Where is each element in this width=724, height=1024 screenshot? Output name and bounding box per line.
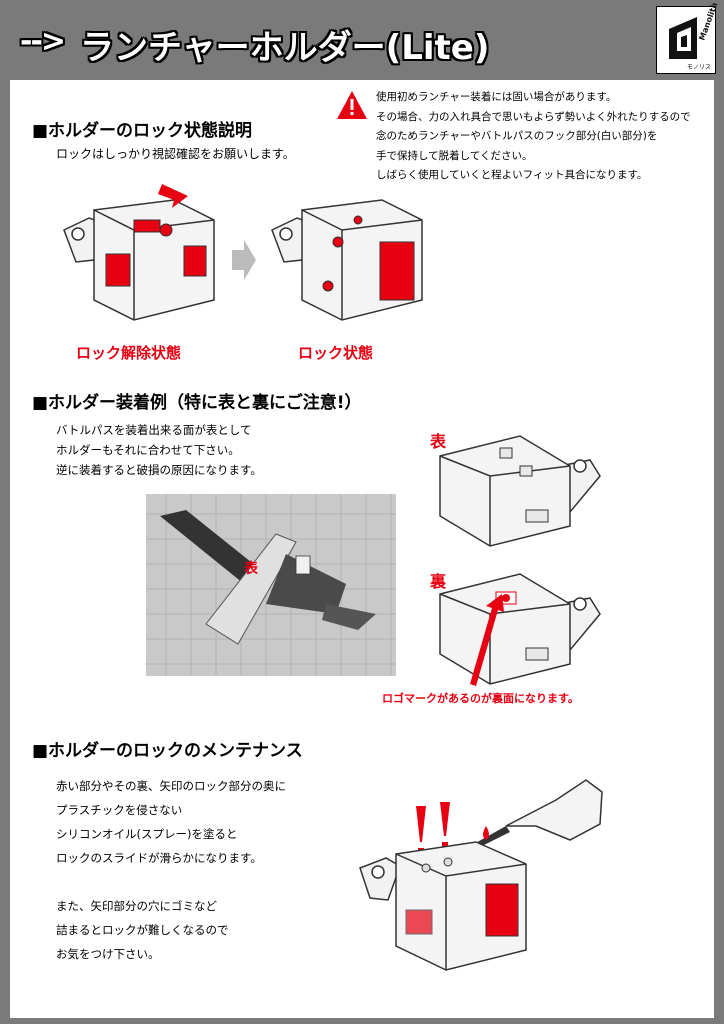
warning-line: その場合、力の入れ具合で思いもよらず勢いよく外れたりするので [376,110,691,123]
warning-icon [337,91,367,119]
lock-desc: ロックはしっかり視認確認をお願いします。 [56,147,295,161]
holder-unlocked-illustration [63,184,215,321]
maintenance-line: シリコンオイル(スプレー)を塗ると [56,827,238,841]
mount-line: ホルダーもそれに合わせて下さい。 [56,443,240,457]
warning-line: 念のためランチャーやバトルパスのフック部分(白い部分)を [376,130,658,142]
transition-arrow-icon [232,240,256,280]
maintenance-line [56,870,286,894]
holder-front-illustration [439,435,601,547]
title-arrow: --> [20,24,66,59]
photo-front-label: 表 [244,561,258,577]
mount-text: バトルパスを装着出来る面が表として ホルダーもそれに合わせて下さい。 逆に装着す… [56,420,262,480]
header-bar: --> ランチャーホルダー(Lite) Manolith モノリス [0,0,724,78]
maintenance-line: ロックのスライドが滑らかになります。 [56,851,262,865]
holder-back-illustration [439,573,601,686]
mount-line: バトルパスを装着出来る面が表として [56,423,252,437]
logo-mark-icon: Manolith モノリス [669,1,720,71]
brand-logo: Manolith モノリス [656,1,720,74]
mounting-photo: 表 [146,494,396,676]
maintenance-heading: ■ホルダーのロックのメンテナンス [32,741,303,761]
maintenance-line: 詰まるとロックが難しくなるので [56,923,229,937]
logo-subtext: モノリス [687,64,711,71]
lock-heading: ■ホルダーのロック状態説明 [32,121,253,141]
locked-label: ロック状態 [298,344,374,362]
maintenance-line: 赤い部分やその裏、矢印のロック部分の奥に [56,779,286,793]
maintenance-illustration [359,779,603,971]
logo-note: ロゴマークがあるのが裏面になります。 [382,692,579,705]
logo-text: Manolith [697,1,719,42]
mount-line: 逆に装着すると破損の原因になります。 [56,463,262,477]
warning-text: 使用初めランチャー装着には固い場合があります。 その場合、力の入れ具合で思いもよ… [376,88,691,186]
maintenance-line: プラスチックを侵さない [56,803,183,817]
maintenance-line: また、矢印部分の穴にゴミなど [56,899,217,913]
warning-line: 手で保持して脱着してください。 [376,149,533,162]
warning-line: しばらく使用していくと程よいフィット具合になります。 [376,169,648,181]
front-label: 表 [430,432,447,451]
maintenance-line: お気をつけ下さい。 [56,947,160,961]
photo-grid [146,494,396,676]
holder-locked-illustration [271,199,423,321]
mount-heading: ■ホルダー装着例（特に表と裏にご注意!） [32,393,362,413]
page-title: ランチャーホルダー(Lite) [80,28,490,68]
warning-line: 使用初めランチャー装着には固い場合があります。 [376,91,617,103]
maintenance-text: 赤い部分やその裏、矢印のロック部分の奥に プラスチックを侵さない シリコンオイル… [56,774,286,966]
content-panel: ■ホルダーのロック状態説明 ロックはしっかり視認確認をお願いします。 使用初めラ… [10,80,714,1018]
unlocked-label: ロック解除状態 [76,344,182,362]
back-label: 裏 [430,572,447,591]
